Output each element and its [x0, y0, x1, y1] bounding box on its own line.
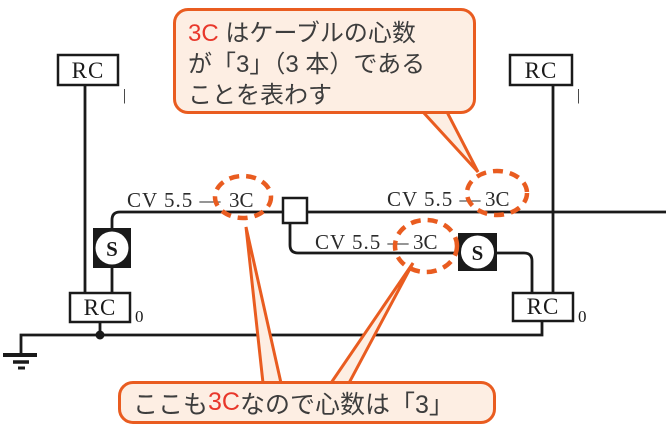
rc-bottom-right: RC 0: [511, 291, 587, 326]
cable-label-prefix: CV 5.5 —: [127, 188, 222, 212]
rc-subscript: |: [577, 87, 580, 104]
bottom-bubble-tail-left: [244, 226, 283, 385]
highlight-ellipse-left: [212, 173, 274, 221]
callout-text: なので心数は「3」: [239, 390, 454, 419]
wire-branch-run: [288, 223, 458, 255]
wiring-lines: [19, 85, 666, 354]
callout-bottom-bubble: ここも 3C なので心数は「3」: [118, 381, 496, 424]
junction-dot: [95, 330, 105, 340]
callout-line-2: が「3」（3 本）である: [188, 51, 426, 78]
callout-top-bubble: 3C はケーブルの心数 が「3」（3 本）である ことを表わす: [173, 8, 476, 114]
top-bubble-tail: [419, 110, 480, 174]
cable-label-right: CV 5.5 — 3C: [387, 187, 510, 211]
rc-box: [56, 53, 120, 87]
highlight-ellipse-middle: [392, 217, 460, 275]
junction-box: [281, 196, 309, 225]
switch-circle: [95, 231, 129, 265]
switch-circle: [461, 235, 494, 269]
ground-symbol: [3, 353, 37, 370]
rc-subscript: 0: [578, 307, 587, 326]
callout-text: ここも: [133, 390, 209, 419]
switch-right-symbol: S: [458, 233, 497, 271]
cable-label-prefix: CV 5.5 —: [387, 187, 482, 211]
wire-main-run: [110, 210, 666, 228]
switch-label: S: [106, 237, 118, 261]
callout-text: はケーブルの心数: [218, 20, 416, 47]
rc-bottom-left: RC 0: [68, 291, 144, 326]
switch-label: S: [472, 241, 484, 265]
rc-box: [68, 291, 132, 324]
wire-switch-right-down: [497, 251, 534, 293]
rc-label: RC: [527, 294, 560, 319]
cable-cores: 3C: [413, 230, 438, 254]
rc-box: [508, 53, 574, 87]
bottom-bubble-tail-right: [328, 262, 415, 385]
highlighted-term: 3C: [208, 388, 240, 416]
rc-label: RC: [84, 295, 117, 320]
callout-line-3: ことを表わす: [188, 82, 332, 109]
rc-label: RC: [72, 58, 105, 83]
cable-label-middle: CV 5.5 — 3C: [315, 230, 438, 254]
rc-top-left: RC |: [56, 53, 126, 104]
highlighted-term: 3C: [188, 20, 219, 47]
wire-ground-bus: [19, 321, 544, 354]
rc-subscript: 0: [135, 307, 144, 326]
switch-left-symbol: S: [93, 228, 131, 268]
cable-label-prefix: CV 5.5 —: [315, 230, 410, 254]
cable-cores: 3C: [485, 187, 510, 211]
rc-label: RC: [525, 58, 558, 83]
rc-subscript: |: [123, 87, 126, 104]
callout-line-1: 3C はケーブルの心数: [188, 18, 461, 49]
cable-label-left: CV 5.5 — 3C: [127, 188, 254, 212]
cable-cores: 3C: [229, 188, 254, 212]
highlight-ellipse-right: [464, 168, 530, 218]
rc-box: [511, 291, 575, 323]
rc-top-right: RC |: [508, 53, 580, 104]
